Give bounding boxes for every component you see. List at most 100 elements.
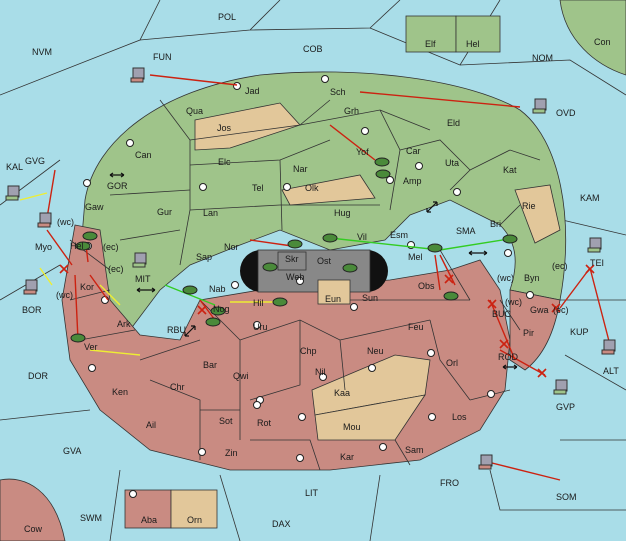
order-red — [499, 349, 546, 376]
land-olk[interactable] — [281, 174, 376, 206]
land-rie[interactable] — [514, 184, 561, 244]
army-icon[interactable] — [287, 239, 303, 249]
army-icon[interactable] — [342, 263, 358, 273]
label-hel-ec: (ec) — [103, 242, 119, 252]
fail-marker — [551, 303, 561, 313]
order-red — [559, 267, 591, 309]
order-yellow — [39, 267, 53, 286]
label-uru: Uru — [253, 322, 268, 332]
land-hel2[interactable] — [455, 15, 501, 53]
order-red — [89, 274, 109, 301]
label-qwi: Qwi — [233, 371, 249, 381]
label-gwa-ec: (ec) — [553, 305, 569, 315]
land-labels: Jad Sch Qua Grh Jos Eld Can Yof Car Uta … — [70, 39, 549, 525]
label-gvg: GVG — [25, 156, 45, 166]
order-red — [487, 461, 561, 481]
label-bri: Bri — [490, 219, 501, 229]
army-icon[interactable] — [374, 157, 391, 179]
label-gur: Gur — [157, 207, 172, 217]
army-icon[interactable] — [75, 231, 98, 251]
label-neu: Neu — [367, 346, 384, 356]
label-hug: Hug — [334, 208, 351, 218]
label-qua: Qua — [186, 106, 203, 116]
label-gwa: Gwa — [530, 305, 549, 315]
land-elf[interactable] — [405, 15, 457, 53]
label-cob: COB — [303, 44, 323, 54]
label-ovd: OVD — [556, 108, 576, 118]
label-kor-ec: (ec) — [108, 264, 124, 274]
label-rie: Rie — [522, 201, 536, 211]
label-cow: Cow — [24, 524, 43, 534]
label-dor: DOR — [28, 371, 49, 381]
army-icon[interactable] — [70, 333, 86, 343]
fleet-icon[interactable] — [478, 454, 493, 470]
army-icon[interactable] — [502, 234, 518, 244]
order-red — [149, 74, 238, 86]
army-icon[interactable] — [182, 285, 198, 295]
label-hil: Hil — [253, 298, 264, 308]
land-kaa[interactable] — [311, 354, 431, 416]
label-kaa: Kaa — [334, 388, 350, 398]
label-nog: Nog — [213, 304, 230, 314]
label-feu: Feu — [408, 322, 424, 332]
label-hel: Hel — [70, 241, 84, 251]
army-icon[interactable] — [322, 233, 338, 243]
fleet-icon[interactable] — [5, 185, 20, 201]
land-jos[interactable] — [194, 102, 301, 151]
land-skr[interactable] — [277, 251, 307, 271]
label-uta: Uta — [445, 158, 459, 168]
label-mel: Mel — [408, 252, 423, 262]
label-rbu: RBU — [167, 325, 186, 335]
army-icon[interactable] — [427, 243, 443, 253]
label-lan: Lan — [203, 208, 218, 218]
label-gvp: GVP — [556, 402, 575, 412]
label-sun: Sun — [362, 293, 378, 303]
label-swm: SWM — [80, 513, 102, 523]
label-gwa-wc: (wc) — [505, 297, 522, 307]
units — [5, 67, 616, 470]
label-myo-wc: (wc) — [57, 217, 74, 227]
label-fro: FRO — [440, 478, 459, 488]
army-icon[interactable] — [205, 306, 226, 327]
failed-orders — [59, 264, 595, 378]
order-red — [74, 274, 79, 341]
label-chr: Chr — [170, 382, 185, 392]
fleet-icon[interactable] — [132, 252, 147, 268]
label-nab: Nab — [209, 284, 226, 294]
order-green — [164, 284, 216, 306]
fleet-icon[interactable] — [553, 379, 568, 395]
label-gaw: Gaw — [85, 202, 104, 212]
fleet-icon[interactable] — [601, 339, 616, 355]
label-orn: Orn — [187, 515, 202, 525]
label-grh: Grh — [344, 106, 359, 116]
label-byn-wc: (wc) — [497, 273, 514, 283]
fleet-icon[interactable] — [587, 237, 602, 253]
label-ost: Ost — [317, 256, 332, 266]
label-orl: Orl — [446, 358, 458, 368]
land-eun[interactable] — [317, 279, 351, 305]
label-web: Web — [286, 272, 304, 282]
fleet-icon[interactable] — [23, 279, 38, 295]
label-eun: Eun — [325, 294, 341, 304]
label-hel2: Hel — [466, 39, 480, 49]
army-icon[interactable] — [262, 262, 278, 272]
army-icon[interactable] — [272, 297, 288, 307]
fail-marker — [487, 299, 497, 309]
fail-marker — [585, 264, 595, 274]
label-gor: GOR — [107, 181, 128, 191]
fleet-icon[interactable] — [130, 67, 145, 83]
label-eld: Eld — [447, 118, 460, 128]
label-car: Car — [406, 146, 421, 156]
fleet-icon[interactable] — [37, 212, 52, 228]
label-mou: Mou — [343, 422, 361, 432]
label-kup: KUP — [570, 327, 589, 337]
label-sot: Sot — [219, 416, 233, 426]
fail-marker — [499, 339, 509, 349]
label-nor: Nor — [224, 242, 239, 252]
supply-centers — [83, 75, 534, 498]
land-orn[interactable] — [170, 489, 218, 529]
army-icon[interactable] — [443, 291, 459, 301]
order-yellow — [19, 192, 48, 201]
fleet-icon[interactable] — [532, 98, 547, 114]
